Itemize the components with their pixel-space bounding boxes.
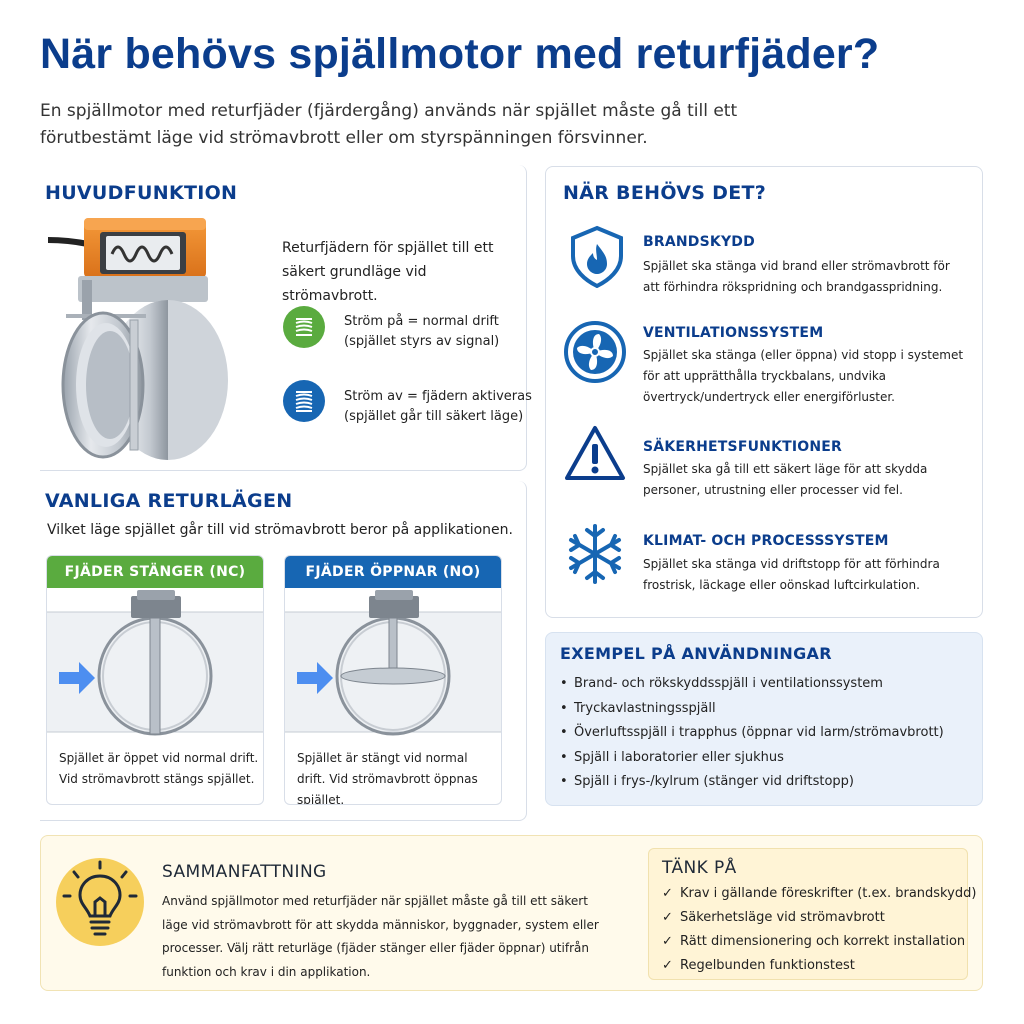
when-item-text-safety: Spjället ska gå till ett säkert läge för…	[643, 462, 928, 497]
fan-icon	[564, 321, 626, 383]
intro-text: En spjällmotor med returfjäder (fjärderg…	[40, 101, 738, 148]
mode-no-label: FJÄDER ÖPPNAR (NO)	[285, 556, 501, 588]
when-item-text-climate: Spjället ska stänga vid driftstopp för a…	[643, 557, 940, 592]
check-icon: ✓	[662, 958, 673, 973]
list-item: Spjäll i frys-/kylrum (stänger vid drift…	[560, 770, 944, 795]
list-item: ✓Krav i gällande föreskrifter (t.ex. bra…	[662, 882, 976, 906]
damper-open-illustration	[47, 590, 263, 736]
examples-list: Brand- och rökskyddsspjäll i ventilation…	[560, 672, 944, 795]
summary-title: SAMMANFATTNING	[162, 862, 327, 882]
power-on-text: Ström på = normal drift (spjället styrs …	[344, 314, 500, 349]
think-title: TÄNK PÅ	[662, 858, 737, 878]
summary-text: Använd spjällmotor med returfjäder när s…	[162, 894, 599, 979]
think-list: ✓Krav i gällande föreskrifter (t.ex. bra…	[662, 882, 976, 978]
list-item: ✓Regelbunden funktionstest	[662, 954, 976, 978]
list-item: ✓Rätt dimensionering och korrekt install…	[662, 930, 976, 954]
list-item: ✓Säkerhetsläge vid strömavbrott	[662, 906, 976, 930]
list-item: Spjäll i laboratorier eller sjukhus	[560, 746, 944, 771]
mode-nc-text: Spjället är öppet vid normal drift. Vid …	[59, 751, 259, 786]
check-icon: ✓	[662, 910, 673, 925]
fire-shield-icon	[571, 225, 623, 288]
warning-icon	[565, 426, 625, 480]
list-item: Överluftsspjäll i trapphus (öppnar vid l…	[560, 721, 944, 746]
main-function-title: HUVUDFUNKTION	[45, 182, 238, 204]
check-icon: ✓	[662, 934, 673, 949]
list-item: Brand- och rökskyddsspjäll i ventilation…	[560, 672, 944, 697]
list-item: Tryckavlastningsspjäll	[560, 697, 944, 722]
mode-no-text: Spjället är stängt vid normal drift. Vid…	[297, 751, 478, 805]
when-item-text-ventilation: Spjället ska stänga (eller öppna) vid st…	[643, 348, 964, 404]
when-item-title-ventilation: VENTILATIONSSYSTEM	[643, 325, 824, 341]
return-modes-title: VANLIGA RETURLÄGEN	[45, 490, 293, 512]
power-off-text: Ström av = fjädern aktiveras (spjället g…	[344, 389, 532, 424]
damper-actuator-illustration	[48, 218, 228, 460]
damper-closed-illustration	[285, 590, 501, 736]
mode-no-card: FJÄDER ÖPPNAR (NO) Spjället är stängt vi…	[284, 555, 502, 805]
snowflake-icon	[569, 524, 621, 584]
spring-relaxed-icon	[283, 306, 325, 348]
examples-title: EXEMPEL PÅ ANVÄNDNINGAR	[560, 644, 832, 663]
when-item-text-fire: Spjället ska stänga vid brand eller strö…	[643, 259, 950, 294]
main-function-description: Returfjädern för spjället till ett säker…	[282, 240, 494, 304]
when-item-title-safety: SÄKERHETSFUNKTIONER	[643, 439, 843, 455]
think-card	[648, 848, 968, 980]
mode-nc-label: FJÄDER STÄNGER (NC)	[47, 556, 263, 588]
when-item-title-fire: BRANDSKYDD	[643, 234, 755, 250]
mode-nc-card: FJÄDER STÄNGER (NC) Spjället är öppet vi…	[46, 555, 264, 805]
spring-compressed-icon	[283, 380, 325, 422]
when-needed-title: NÄR BEHÖVS DET?	[563, 182, 767, 204]
when-item-title-climate: KLIMAT- OCH PROCESSSYSTEM	[643, 533, 889, 549]
check-icon: ✓	[662, 886, 673, 901]
lightbulb-icon	[56, 858, 144, 946]
page-title: När behövs spjällmotor med returfjäder?	[40, 30, 880, 78]
return-modes-subtitle: Vilket läge spjället går till vid ströma…	[47, 522, 513, 538]
